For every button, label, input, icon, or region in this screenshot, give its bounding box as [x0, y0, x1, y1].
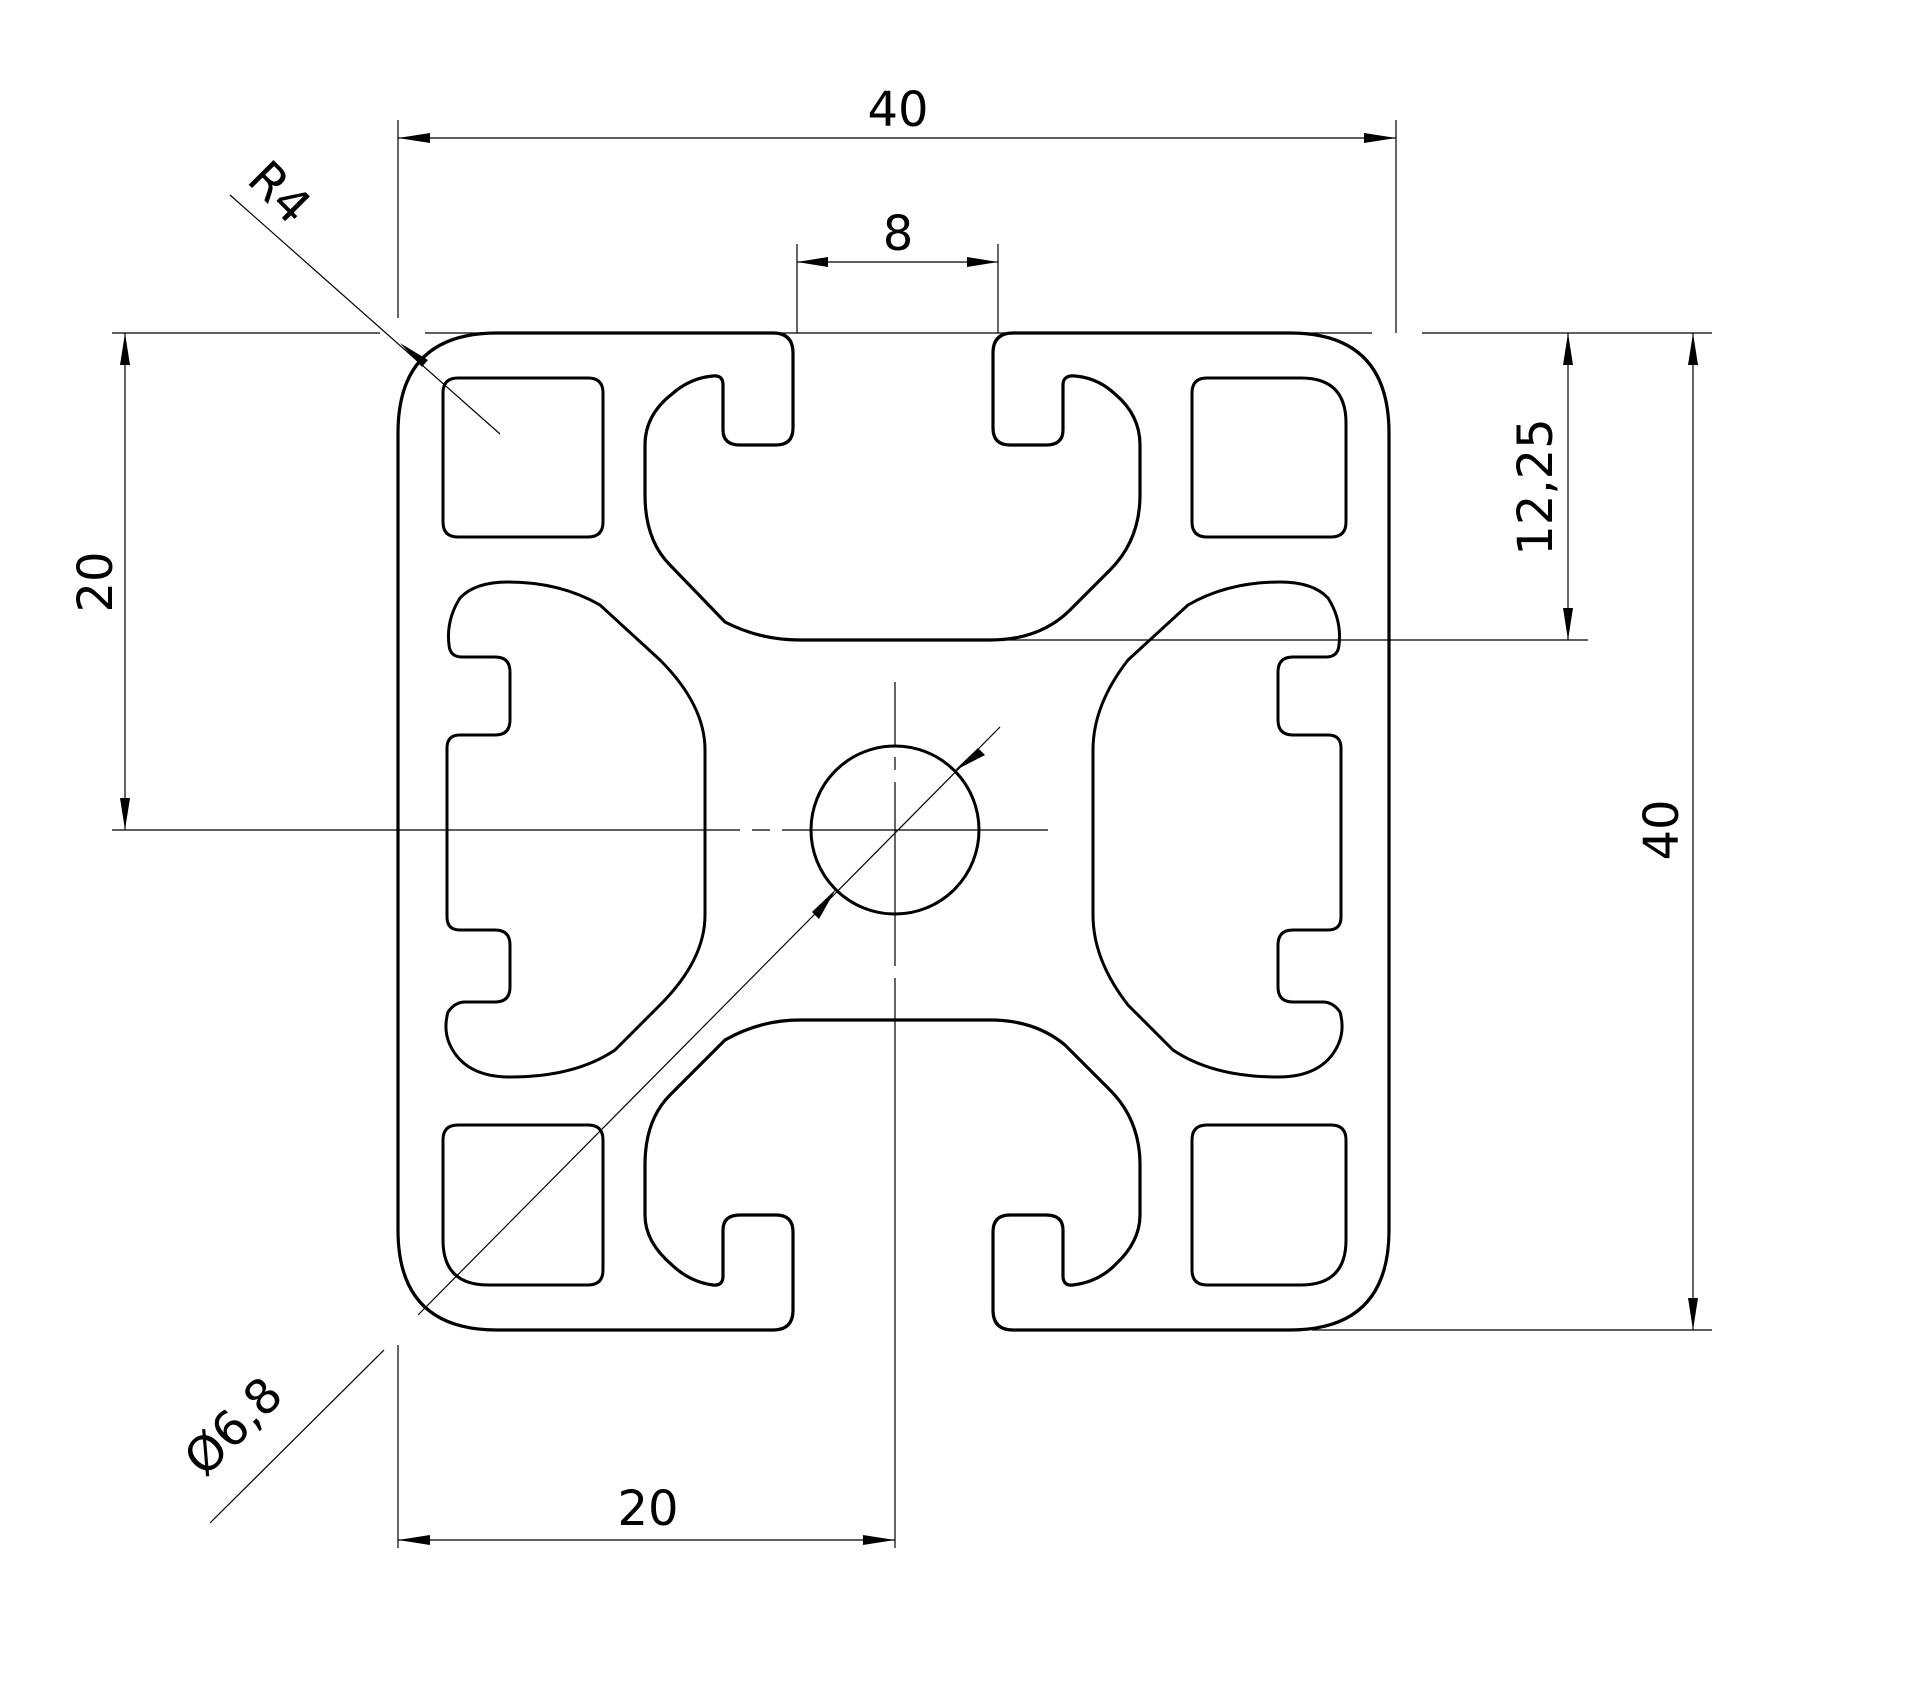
profile-outline [396, 331, 1391, 1332]
corner-pocket-bottom-left [441, 1123, 605, 1287]
label-bottom-half-width: 20 [617, 1481, 678, 1537]
corner-pocket-top-right [1190, 376, 1348, 539]
label-corner-radius: R4 [237, 150, 322, 235]
label-slot-width: 8 [883, 206, 914, 262]
label-slot-depth: 12,25 [1508, 418, 1564, 555]
side-cavity-left [444, 580, 707, 1079]
dimension-lines [120, 133, 1698, 1545]
label-overall-width: 40 [867, 82, 928, 138]
centerlines [112, 682, 1048, 1548]
side-cavity-right [1091, 580, 1344, 1079]
label-left-half-height: 20 [68, 551, 124, 612]
corner-pocket-bottom-right [1190, 1123, 1348, 1287]
corner-pocket-top-left [441, 376, 605, 539]
label-overall-height: 40 [1634, 799, 1690, 860]
extension-lines [112, 120, 1712, 1548]
label-bore-diameter: Ø6,8 [174, 1367, 294, 1487]
